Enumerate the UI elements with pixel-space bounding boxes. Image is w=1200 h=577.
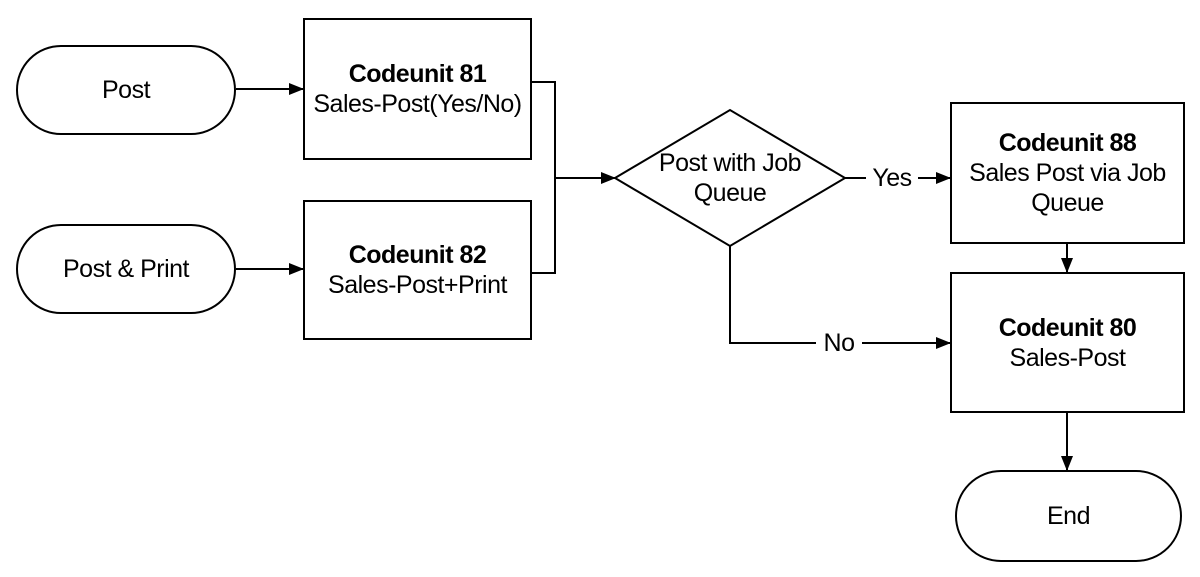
node-codeunit-88-subtitle: Sales Post via Job Queue (969, 159, 1166, 217)
edge-merge-connector (531, 81, 556, 274)
node-codeunit-81-subtitle: Sales-Post(Yes/No) (313, 90, 522, 118)
node-end-label: End (1047, 502, 1090, 530)
node-codeunit-82: Codeunit 82 Sales-Post+Print (303, 200, 532, 340)
node-codeunit-80-subtitle: Sales-Post (1009, 343, 1126, 372)
node-codeunit-81: Codeunit 81 Sales-Post(Yes/No) (303, 18, 532, 160)
edge-label-yes: Yes (866, 163, 918, 193)
node-decision-job-queue: Post with Job Queue (645, 138, 815, 218)
decision-diamond-shape (613, 108, 847, 248)
node-codeunit-80-title: Codeunit 80 (998, 313, 1137, 342)
node-codeunit-81-title: Codeunit 81 (348, 60, 487, 88)
edge-label-no: No (816, 328, 862, 358)
node-codeunit-82-title: Codeunit 82 (348, 241, 487, 269)
node-codeunit-88: Codeunit 88 Sales Post via Job Queue (950, 102, 1185, 244)
node-codeunit-82-subtitle: Sales-Post+Print (328, 271, 507, 299)
node-start-post: Post (16, 45, 236, 135)
node-codeunit-80: Codeunit 80 Sales-Post (950, 272, 1185, 413)
node-end: End (955, 470, 1182, 562)
node-decision-job-queue-label: Post with Job Queue (658, 149, 802, 207)
edge-no-to-codeunit80 (729, 246, 951, 349)
node-start-post-print-label: Post & Print (63, 255, 190, 283)
node-codeunit-88-title: Codeunit 88 (998, 129, 1137, 157)
node-start-post-print: Post & Print (16, 224, 236, 314)
node-start-post-label: Post (101, 76, 151, 104)
